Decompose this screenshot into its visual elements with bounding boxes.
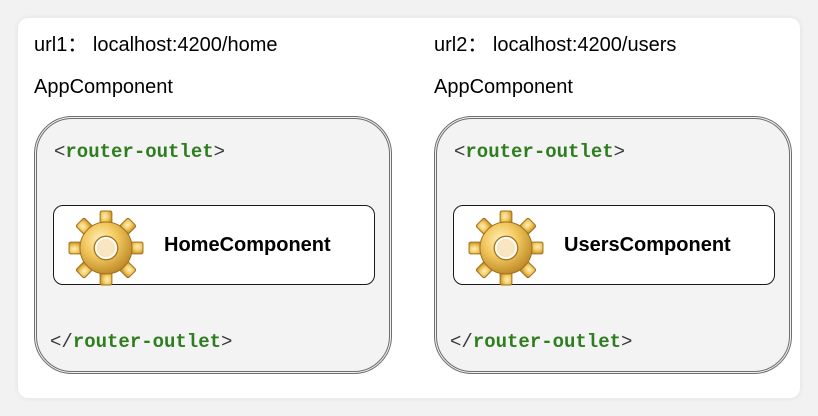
tag-keyword: router-outlet	[472, 331, 622, 353]
url-label: url2： localhost:4200/users	[434, 34, 677, 56]
tag-bracket: </	[450, 331, 473, 353]
tag-bracket: >	[213, 141, 226, 163]
router-outlet-open-tag: <router-outlet>	[454, 141, 625, 163]
component-name: UsersComponent	[564, 234, 731, 256]
tag-keyword: router-outlet	[65, 141, 214, 163]
tag-bracket: <	[454, 141, 466, 163]
diagram-card: url1： localhost:4200/home AppComponent <…	[18, 18, 800, 398]
component-name: HomeComponent	[164, 234, 331, 256]
users-component-box: UsersComponent	[453, 205, 775, 286]
tag-bracket: >	[221, 331, 233, 353]
router-outlet-close-tag: </router-outlet>	[50, 331, 232, 353]
tag-bracket: >	[613, 141, 626, 163]
tag-bracket: <	[54, 141, 66, 163]
tag-keyword: router-outlet	[465, 141, 614, 163]
router-outlet-close-tag: </router-outlet>	[450, 331, 632, 353]
app-component-box: <router-outlet>	[34, 116, 392, 374]
tag-keyword: router-outlet	[72, 331, 222, 353]
gear-icon	[68, 210, 144, 286]
home-component-box: HomeComponent	[53, 205, 375, 286]
panel-users: url2： localhost:4200/users AppComponent …	[434, 18, 804, 398]
tag-bracket: </	[50, 331, 73, 353]
tag-bracket: >	[621, 331, 633, 353]
app-component-box: <router-outlet>	[434, 116, 792, 374]
panel-home: url1： localhost:4200/home AppComponent <…	[34, 18, 404, 398]
router-outlet-open-tag: <router-outlet>	[54, 141, 225, 163]
url-label: url1： localhost:4200/home	[34, 34, 278, 56]
app-component-label: AppComponent	[34, 76, 173, 98]
gear-icon	[468, 210, 544, 286]
app-component-label: AppComponent	[434, 76, 573, 98]
